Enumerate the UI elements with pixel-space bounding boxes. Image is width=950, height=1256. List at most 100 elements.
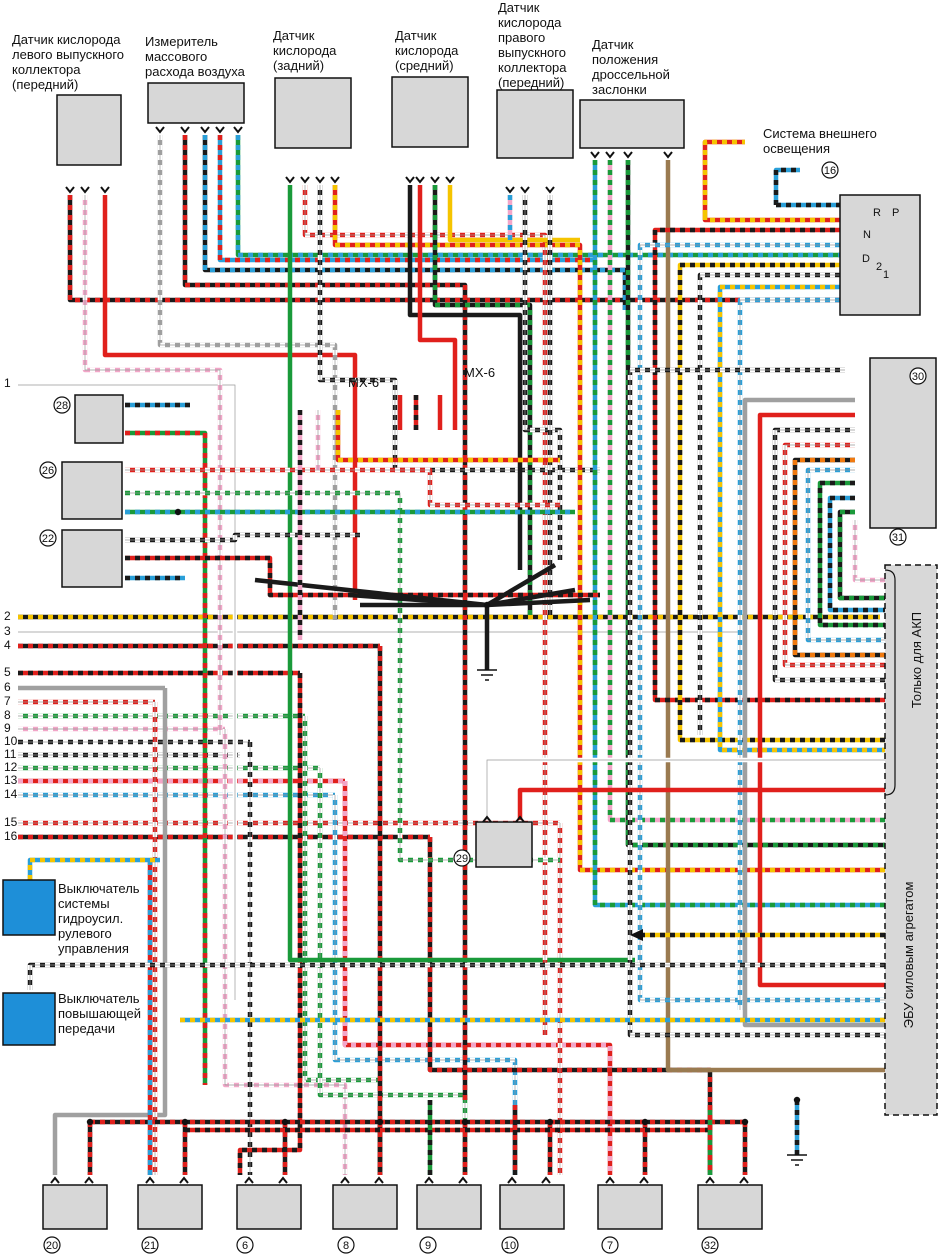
- range-letter-2: 2: [876, 261, 882, 273]
- lighting-feed: [702, 139, 745, 215]
- wire-number: 3: [4, 624, 11, 638]
- wire-number: 15: [4, 815, 18, 829]
- s22-b: [125, 555, 600, 598]
- sensor-26: [61, 461, 123, 520]
- sol-3: [757, 412, 885, 988]
- callout-16-number: 16: [824, 165, 836, 177]
- o2-rf-2: [522, 195, 563, 560]
- callout-injector-8-number: 8: [343, 1240, 349, 1252]
- s26-a: [125, 467, 560, 508]
- splice-dot: [174, 508, 182, 516]
- s29-b: [517, 787, 885, 820]
- maf-3: [202, 135, 628, 310]
- wire-number: 1: [4, 376, 11, 390]
- splice-dot: [181, 1118, 189, 1126]
- wire-number: 6: [4, 680, 11, 694]
- o2-lf-signal: [67, 195, 885, 303]
- sol-9: [827, 495, 885, 613]
- range-P: [677, 262, 885, 743]
- callout-22-number: 22: [42, 533, 54, 545]
- callout-injector-21: [141, 1236, 159, 1254]
- ecu-label: ЭБУ силовым агрегатом: [901, 882, 916, 1029]
- s26-b: [125, 490, 560, 863]
- sol-6: [792, 457, 885, 658]
- injector-box: [697, 1184, 763, 1230]
- injector-box: [332, 1184, 398, 1230]
- splice-dot: [86, 1118, 94, 1126]
- maf-2: [182, 135, 468, 1100]
- o2-mid-3: [432, 185, 533, 615]
- o2-middle-sensor: [391, 76, 469, 148]
- akp-only-label: Только для АКП: [909, 612, 924, 708]
- wire-12-drop: [317, 768, 468, 1175]
- o2-rear-1: [287, 185, 635, 963]
- wire-harness: [18, 135, 885, 1175]
- wire-13-drop: [342, 781, 613, 1175]
- o2-rear-4: [332, 185, 885, 873]
- range-1: [737, 297, 845, 1010]
- callout-30: [909, 367, 927, 385]
- maf-sensor: [147, 82, 245, 124]
- mx6-a-label: MX-6: [348, 375, 379, 390]
- wire-number: 11: [4, 747, 17, 761]
- callout-injector-6-number: 6: [242, 1240, 248, 1252]
- injector-box: [137, 1184, 203, 1230]
- callout-injector-20: [43, 1236, 61, 1254]
- wire-1: [18, 382, 238, 1000]
- range-letter-D: D: [862, 253, 870, 265]
- throttle-position-sensor: [579, 99, 685, 149]
- wire-number: 5: [4, 665, 11, 679]
- sol-1: [627, 367, 885, 1038]
- wire-number: 2: [4, 609, 11, 623]
- splice-dot: [641, 1118, 649, 1126]
- callout-injector-9-number: 9: [425, 1240, 431, 1252]
- callout-29: [453, 849, 471, 867]
- o2-lf-heater: [102, 195, 358, 600]
- callout-28-number: 28: [56, 400, 68, 412]
- o2-mid-2: [417, 185, 458, 430]
- o2-mid-4: [447, 185, 580, 243]
- wire-to-16: [773, 167, 800, 205]
- callout-26-number: 26: [42, 465, 54, 477]
- od-switch-wire: [27, 962, 885, 990]
- wire-8-drop: [302, 716, 383, 1175]
- s28-b: [125, 430, 208, 1085]
- injector-box: [236, 1184, 302, 1230]
- splice-dot: [281, 1118, 289, 1126]
- range-switch: [839, 194, 921, 316]
- injector-box: [597, 1184, 663, 1230]
- sol-10: [837, 509, 885, 601]
- sensor-22: [61, 529, 123, 588]
- range-letter-1: 1: [883, 269, 889, 281]
- splice-dot: [741, 1118, 749, 1126]
- callout-31-number: 31: [892, 532, 904, 544]
- wire-number: 4: [4, 638, 11, 652]
- tps-1: [592, 160, 885, 908]
- sol-8: [817, 480, 885, 628]
- od-switch-box: [2, 992, 56, 1046]
- callout-30-number: 30: [912, 371, 924, 383]
- component-boxes: [2, 76, 938, 1230]
- wire-number: 14: [4, 787, 18, 801]
- sol-5: [782, 442, 885, 668]
- o2-mid-1: [407, 185, 523, 570]
- o2-rear-2: [302, 185, 548, 1035]
- range-letter-R: R: [873, 207, 881, 219]
- ground-branch: [486, 597, 591, 608]
- sol-2: [742, 397, 885, 1028]
- ecu-box: [884, 564, 938, 1116]
- mx6-a3: [335, 410, 560, 463]
- callout-injector-20-number: 20: [46, 1240, 58, 1252]
- wire-number: 9: [4, 721, 11, 735]
- wire-number: 10: [4, 734, 18, 748]
- callout-injector-6: [236, 1236, 254, 1254]
- lighting-feed-b: [702, 215, 885, 223]
- sol-7: [805, 467, 885, 643]
